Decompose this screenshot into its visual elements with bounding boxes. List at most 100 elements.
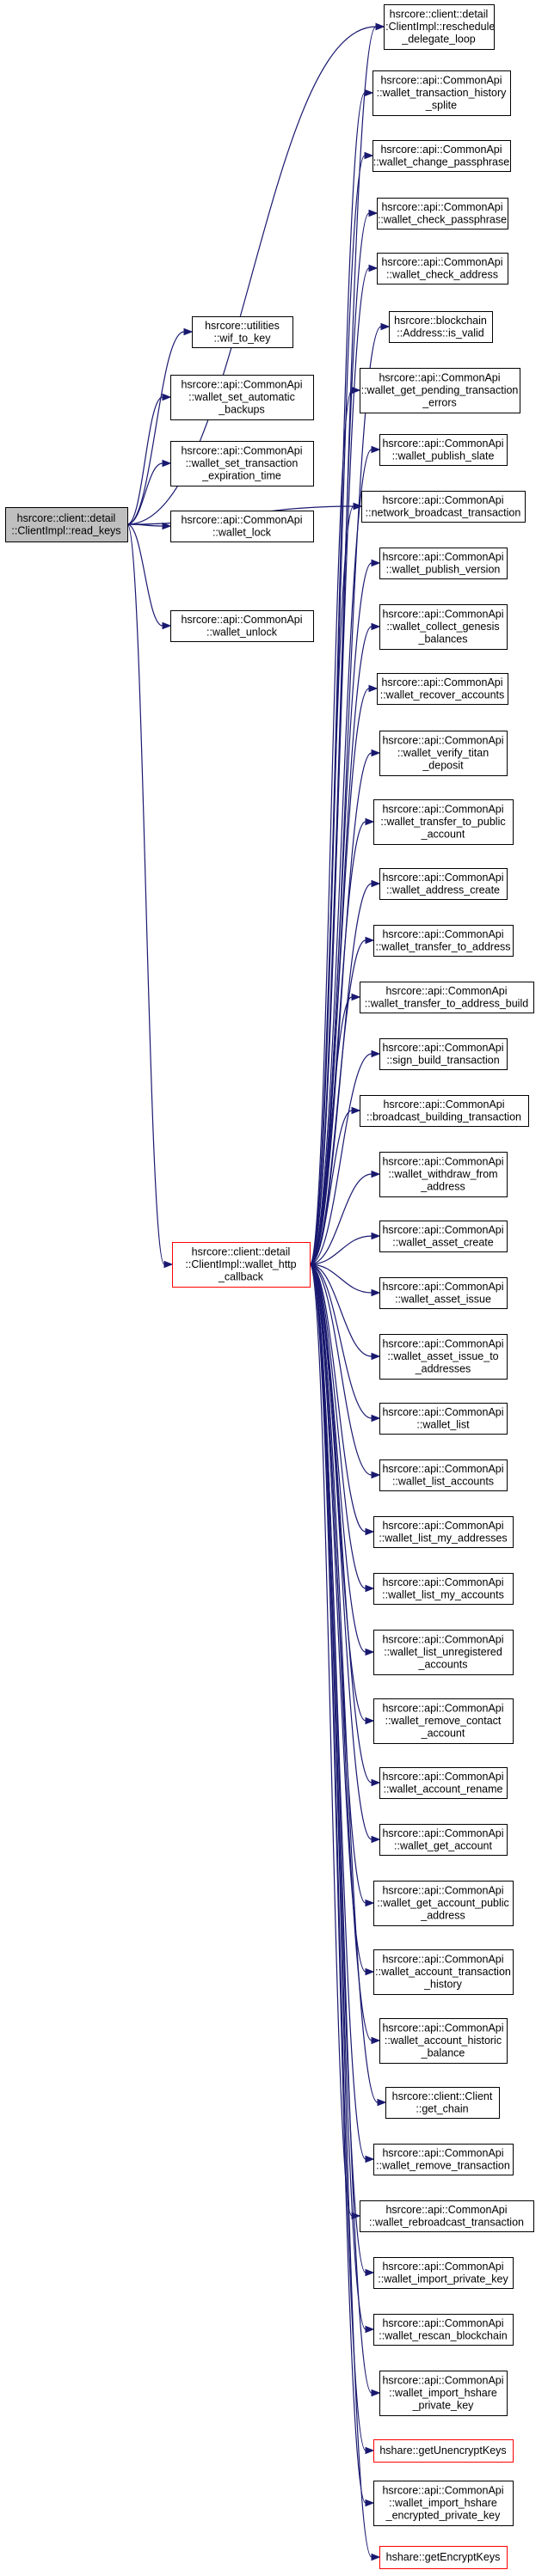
node-label-line: hsrcore::api::CommonApi bbox=[380, 144, 502, 156]
node-wallet-get-pending-transaction-errors[interactable]: hsrcore::api::CommonApi::wallet_get_pend… bbox=[360, 368, 520, 413]
arrowhead bbox=[371, 1471, 381, 1479]
node-label-line: ::wallet_verify_titan bbox=[397, 747, 489, 759]
node-wallet-change-passphrase[interactable]: hsrcore::api::CommonApi::wallet_change_p… bbox=[373, 140, 511, 172]
node-label-line: ::broadcast_building_transaction bbox=[366, 1111, 521, 1123]
node-label-line: hsrcore::api::CommonApi bbox=[381, 201, 502, 213]
arrowhead bbox=[371, 749, 381, 757]
node-wallet-account-transaction-history[interactable]: hsrcore::api::CommonApi::wallet_account_… bbox=[373, 1949, 514, 1995]
node-wallet-account-rename[interactable]: hsrcore::api::CommonApi::wallet_account_… bbox=[379, 1767, 508, 1799]
node-wallet-recover-accounts[interactable]: hsrcore::api::CommonApi::wallet_recover_… bbox=[377, 673, 508, 705]
node-wallet-transfer-to-address-build[interactable]: hsrcore::api::CommonApi::wallet_transfer… bbox=[360, 982, 534, 1013]
node-wallet-get-account-public-address[interactable]: hsrcore::api::CommonApi::wallet_get_acco… bbox=[373, 1881, 514, 1926]
node-getEncryptKeys[interactable]: hshare::getEncryptKeys bbox=[379, 2546, 508, 2569]
node-wallet-set-transaction-expiration-time[interactable]: hsrcore::api::CommonApi::wallet_set_tran… bbox=[170, 441, 314, 486]
arrowhead bbox=[162, 393, 172, 401]
node-wallet-asset-issue[interactable]: hsrcore::api::CommonApi::wallet_asset_is… bbox=[379, 1277, 508, 1309]
node-box bbox=[379, 1334, 508, 1380]
node-box bbox=[373, 140, 511, 172]
node-wallet-asset-create[interactable]: hsrcore::api::CommonApi::wallet_asset_cr… bbox=[379, 1221, 508, 1252]
node-box bbox=[384, 4, 495, 50]
node-broadcast-building-transaction[interactable]: hsrcore::api::CommonApi::broadcast_build… bbox=[360, 1095, 529, 1127]
node-box bbox=[373, 2144, 514, 2175]
node-wallet-transfer-to-public-account[interactable]: hsrcore::api::CommonApi::wallet_transfer… bbox=[373, 799, 514, 845]
edge-wallet-http-callback-to-wallet-asset-create bbox=[309, 1235, 373, 1265]
node-wallet-unlock[interactable]: hsrcore::api::CommonApi::wallet_unlock bbox=[170, 610, 314, 642]
node-box bbox=[361, 491, 526, 523]
node-label-line: hsrcore::api::CommonApi bbox=[382, 1576, 503, 1588]
arrowhead bbox=[371, 2036, 381, 2045]
node-wallet-list-accounts[interactable]: hsrcore::api::CommonApi::wallet_list_acc… bbox=[379, 1459, 508, 1491]
node-box bbox=[373, 2439, 514, 2463]
node-wallet-list-my-accounts[interactable]: hsrcore::api::CommonApi::wallet_list_my_… bbox=[373, 1573, 514, 1605]
node-wallet-remove-contact-account[interactable]: hsrcore::api::CommonApi::wallet_remove_c… bbox=[373, 1698, 514, 1744]
node-wif-to-key[interactable]: hsrcore::utilities::wif_to_key bbox=[192, 316, 293, 348]
node-wallet-list-my-addresses[interactable]: hsrcore::api::CommonApi::wallet_list_my_… bbox=[373, 1516, 514, 1548]
node-network-broadcast-transaction[interactable]: hsrcore::api::CommonApi::network_broadca… bbox=[361, 491, 526, 523]
arrowhead bbox=[365, 936, 375, 945]
arrowhead bbox=[351, 993, 361, 1001]
node-wallet-withdraw-from-address[interactable]: hsrcore::api::CommonApi::wallet_withdraw… bbox=[379, 1152, 508, 1197]
node-wallet-rescan-blockchain[interactable]: hsrcore::api::CommonApi::wallet_rescan_b… bbox=[373, 2314, 514, 2346]
node-wallet-asset-issue-to-addresses[interactable]: hsrcore::api::CommonApi::wallet_asset_is… bbox=[379, 1334, 508, 1380]
node-sign-build-transaction[interactable]: hsrcore::api::CommonApi::sign_build_tran… bbox=[379, 1038, 508, 1070]
arrowhead bbox=[365, 1716, 375, 1725]
node-wallet-account-historic-balance[interactable]: hsrcore::api::CommonApi::wallet_account_… bbox=[379, 2018, 508, 2064]
node-wallet-check-address[interactable]: hsrcore::api::CommonApi::wallet_check_ad… bbox=[377, 253, 508, 285]
node-label-line: ::sign_build_transaction bbox=[386, 1054, 499, 1066]
node-wallet-check-passphrase[interactable]: hsrcore::api::CommonApi::wallet_check_pa… bbox=[377, 198, 508, 229]
node-label-line: ::wallet_lock bbox=[212, 526, 272, 538]
edge-wallet-http-callback-to-wallet-asset-issue-to-addresses bbox=[309, 1264, 373, 1357]
node-wallet-import-hshare-encrypted-private-key[interactable]: hsrcore::api::CommonApi::wallet_import_h… bbox=[373, 2481, 514, 2526]
node-wallet-http-callback[interactable]: hsrcore::client::detail::ClientImpl::wal… bbox=[172, 1242, 311, 1288]
edge-wallet-http-callback-to-wallet-import-hshare-private-key bbox=[309, 1264, 373, 2394]
node-wallet-verify-titan-deposit[interactable]: hsrcore::api::CommonApi::wallet_verify_t… bbox=[379, 731, 508, 776]
node-wallet-lock[interactable]: hsrcore::api::CommonApi::wallet_lock bbox=[170, 511, 314, 542]
node-wallet-set-automatic-backups[interactable]: hsrcore::api::CommonApi::wallet_set_auto… bbox=[170, 375, 314, 420]
node-label-line: ::wallet_asset_create bbox=[392, 1236, 493, 1248]
node-label-line: ::ClientImpl::reschedule bbox=[383, 21, 496, 33]
node-label-line: hshare::getUnencryptKeys bbox=[379, 2444, 506, 2457]
node-label-line: hsrcore::api::CommonApi bbox=[382, 804, 503, 816]
arrowhead bbox=[371, 1288, 381, 1297]
edge-wallet-http-callback-to-wallet-list-accounts bbox=[309, 1264, 373, 1476]
arrowhead bbox=[368, 209, 379, 217]
node-reschedule-delegate-loop[interactable]: hsrcore::client::detail::ClientImpl::res… bbox=[383, 4, 496, 50]
node-label-line: ::wallet_transfer_to_public bbox=[380, 816, 505, 828]
node-wallet-rebroadcast-transaction[interactable]: hsrcore::api::CommonApi::wallet_rebroadc… bbox=[360, 2200, 534, 2232]
node-label-line: hsrcore::api::CommonApi bbox=[382, 1042, 503, 1054]
node-getUnencryptKeys[interactable]: hshare::getUnencryptKeys bbox=[373, 2439, 514, 2463]
node-wallet-transfer-to-address[interactable]: hsrcore::api::CommonApi::wallet_transfer… bbox=[373, 925, 514, 957]
arrowhead bbox=[364, 89, 374, 97]
node-wallet-remove-transaction[interactable]: hsrcore::api::CommonApi::wallet_remove_t… bbox=[373, 2144, 514, 2175]
node-box bbox=[379, 1824, 508, 1856]
node-label-line: ::wallet_asset_issue bbox=[395, 1293, 491, 1305]
node-label-line: ::wallet_check_passphrase bbox=[378, 213, 507, 225]
node-box bbox=[170, 441, 314, 486]
node-client-get-chain[interactable]: hsrcore::client::Client::get_chain bbox=[385, 2087, 500, 2119]
node-wallet-list-unregistered-accounts[interactable]: hsrcore::api::CommonApi::wallet_list_unr… bbox=[373, 1630, 514, 1675]
node-box bbox=[360, 1095, 529, 1127]
node-wallet-publish-version[interactable]: hsrcore::api::CommonApi::wallet_publish_… bbox=[379, 548, 508, 579]
node-address-is-valid[interactable]: hsrcore::blockchain::Address::is_valid bbox=[389, 311, 493, 343]
edge-wallet-http-callback-to-wallet-check-address bbox=[309, 267, 370, 1265]
arrowhead bbox=[351, 1106, 361, 1115]
node-wallet-import-private-key[interactable]: hsrcore::api::CommonApi::wallet_import_p… bbox=[373, 2257, 514, 2289]
node-wallet-import-hshare-private-key[interactable]: hsrcore::api::CommonApi::wallet_import_h… bbox=[379, 2371, 508, 2416]
node-wallet-collect-genesis-balances[interactable]: hsrcore::api::CommonApi::wallet_collect_… bbox=[379, 604, 508, 650]
node-read-keys[interactable]: hsrcore::client::detail::ClientImpl::rea… bbox=[5, 507, 128, 542]
node-label-line: _balances bbox=[418, 633, 468, 646]
arrowhead bbox=[162, 621, 172, 630]
node-label-line: ::wallet_get_account_public bbox=[377, 1897, 509, 1909]
node-wallet-transaction-history-splite[interactable]: hsrcore::api::CommonApi::wallet_transact… bbox=[373, 70, 511, 116]
node-label-line: hsrcore::api::CommonApi bbox=[379, 372, 500, 384]
node-box bbox=[379, 1403, 508, 1435]
node-box bbox=[5, 507, 128, 542]
node-wallet-list[interactable]: hsrcore::api::CommonApi::wallet_list bbox=[379, 1403, 508, 1435]
node-wallet-publish-slate[interactable]: hsrcore::api::CommonApi::wallet_publish_… bbox=[379, 434, 508, 466]
arrowhead bbox=[163, 1260, 174, 1269]
node-box bbox=[373, 799, 514, 845]
node-box bbox=[373, 1881, 514, 1926]
node-wallet-address-create[interactable]: hsrcore::api::CommonApi::wallet_address_… bbox=[379, 868, 508, 900]
node-wallet-get-account[interactable]: hsrcore::api::CommonApi::wallet_get_acco… bbox=[379, 1824, 508, 1856]
